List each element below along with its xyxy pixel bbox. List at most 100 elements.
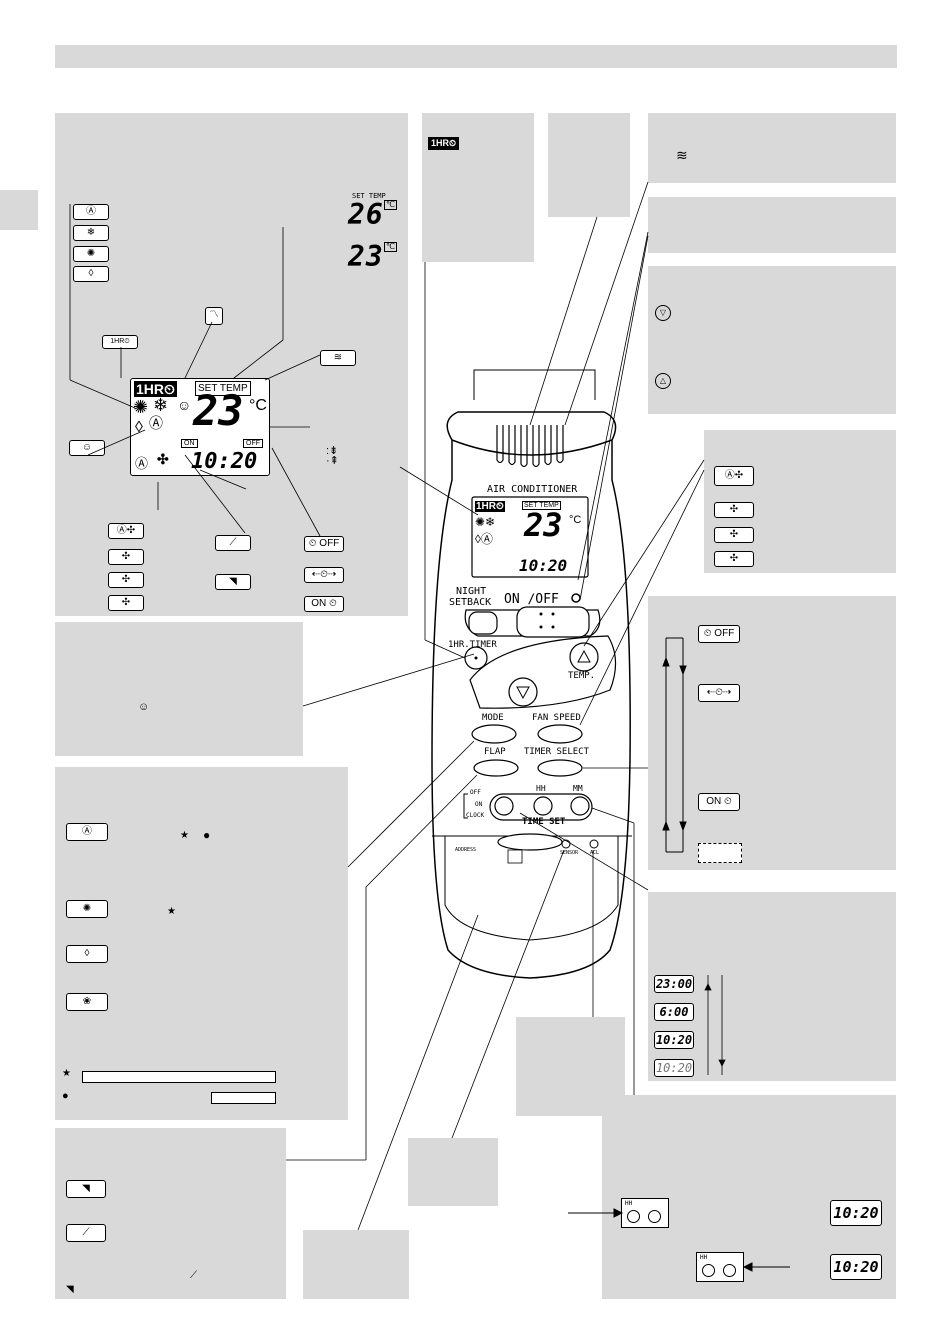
sensor-label: SENSOR: [560, 850, 579, 856]
lcd-1hr-label: 1HR⏲: [134, 381, 177, 397]
panel-signal: [648, 113, 896, 183]
temp-down-icon: ▽: [655, 305, 671, 321]
fan-speed-button[interactable]: [538, 725, 582, 743]
lcd-heat-icon: ✺: [133, 397, 149, 417]
clock-switch-label: CLOCK: [466, 812, 485, 819]
fan-panel-high-icon: ✣: [714, 502, 754, 518]
lcd-cool-icon: ❄: [153, 395, 169, 415]
mode-auto-icon: Ⓐ: [66, 823, 108, 841]
panel-night-setback: [55, 622, 303, 756]
fan-auto-icon: Ⓐ✣: [108, 523, 144, 539]
fan-panel-med-icon: ✣: [714, 527, 754, 543]
night-setback-label-2: SETBACK: [449, 597, 492, 608]
flap-swing-small-icon: ⟋: [190, 1270, 197, 1281]
auto-mode-icon: Ⓐ: [73, 204, 109, 220]
onoff-label: ON ∕OFF: [504, 592, 559, 607]
mode-button[interactable]: [472, 725, 516, 743]
transmit-icon: 〽: [205, 307, 223, 325]
timer-select-label: TIMER SELECT: [524, 747, 590, 757]
time-set-label: TIME SET: [522, 817, 566, 827]
timer-select-button[interactable]: [538, 760, 582, 776]
timer-cycle-icon: ⇠⏲⇢: [304, 567, 344, 583]
timer-off-icon: ⏲ OFF: [304, 536, 344, 552]
lcd-auto-fan-icon: Ⓐ: [135, 456, 149, 471]
remote-lcd-unit: °C: [569, 514, 582, 526]
one-hr-timer-icon: 1HR⏲: [102, 335, 138, 349]
flap-panel-swing-icon: ⟋: [66, 1224, 106, 1242]
ts-off-icon: ⏲ OFF: [698, 625, 740, 643]
panel-temp: [648, 266, 896, 414]
sensor-button[interactable]: [561, 839, 571, 849]
panel-sensor: [408, 1138, 498, 1206]
flap-label: FLAP: [484, 747, 506, 757]
fan-panel-low-icon: ✣: [714, 551, 754, 567]
hh-circle-a: [627, 1210, 640, 1223]
hh-button-box-2: HH: [696, 1252, 744, 1282]
lcd-time: 10:20: [191, 449, 258, 474]
panel-address: [303, 1230, 409, 1299]
onoff-button[interactable]: [517, 607, 589, 637]
flap-swing-icon: ⟋: [215, 535, 251, 551]
dot-icon: ●: [203, 828, 211, 842]
mode-dry-icon: ◊: [66, 945, 108, 963]
acl-button[interactable]: [589, 839, 599, 849]
ts-cycle-icon: ⇠⏲⇢: [698, 684, 740, 702]
panel-acl: [516, 1017, 625, 1116]
fan-high-icon: ✣: [108, 549, 144, 565]
time-set-display-top: 10:20: [830, 1200, 882, 1226]
one-hr-timer-button[interactable]: [465, 647, 487, 669]
temp-label: TEMP.: [568, 671, 596, 681]
fan-speed-label: FAN SPEED: [532, 713, 581, 723]
remote-lcd-icons: ✺❄: [475, 515, 496, 529]
mode-label: MODE: [482, 713, 504, 723]
panel-flap: [55, 1128, 286, 1299]
mm-button[interactable]: [571, 797, 589, 815]
address-label: ADDRESS: [455, 847, 477, 853]
hh-label-2: HH: [700, 1254, 708, 1261]
celsius-unit-icon-2: ℃: [384, 242, 397, 252]
flap-fixed-small-icon: ◥: [66, 1284, 74, 1295]
star-icon: ★: [180, 830, 189, 841]
dry-mode-icon: ◊: [73, 266, 109, 282]
night-face-icon: ☺: [138, 701, 150, 713]
lcd-on-label: ON: [181, 439, 198, 448]
celsius-unit-icon: ℃: [384, 200, 397, 210]
signal-panel-icon: ≋: [676, 147, 688, 163]
lcd-unit: °C: [249, 397, 267, 414]
night-setback-button[interactable]: [469, 612, 497, 634]
remote-lcd-1hr: 1HR⏲: [475, 501, 505, 512]
lcd-large: 1HR⏲ SET TEMP ✺ ❄ ☺ ◊ Ⓐ 23 °C ON OFF Ⓐ ✣…: [130, 378, 270, 476]
flap-fixed-icon: ◥: [215, 574, 251, 590]
clock-time-4: 10:20: [654, 1059, 694, 1077]
panel-timer-select: [648, 596, 896, 870]
set-temp-value: 26: [348, 198, 384, 231]
remote-lcd-time: 10:20: [519, 556, 568, 575]
hh-button[interactable]: [534, 797, 552, 815]
set-temp-small-label: SET TEMP: [352, 192, 386, 200]
off-switch-label: OFF: [470, 789, 481, 796]
flap-button[interactable]: [474, 760, 518, 776]
fan-med-icon: ✣: [108, 572, 144, 588]
hh-label: HH: [536, 784, 546, 793]
temp-up-button[interactable]: [570, 643, 598, 671]
clock-switch[interactable]: [495, 797, 513, 815]
one-hr-panel-icon: 1HR⏲: [428, 137, 460, 150]
panel-fanspeed: [704, 430, 896, 573]
clock-time-1: 23:00: [654, 975, 694, 993]
mm-label: MM: [573, 784, 583, 793]
legend-dot-icon: ●: [62, 1090, 69, 1102]
ts-blank-dashed: [698, 843, 742, 863]
timer-on-icon: ON ⏲: [304, 596, 344, 612]
lcd-fan-icon: ✣: [157, 451, 169, 467]
temp-down-button[interactable]: [509, 678, 537, 706]
remote-brand: AIR CONDITIONER: [487, 484, 578, 495]
lcd-auto-icon: Ⓐ: [149, 415, 163, 431]
clock-display-list: 23:00 6:00 10:20 10:20: [654, 975, 694, 1077]
panel-onoff: [648, 197, 896, 253]
panel-transmitter: [548, 113, 630, 217]
temp-up-icon: △: [655, 373, 671, 389]
hh-circle-c: [702, 1264, 715, 1277]
signal-icon: ≋: [320, 350, 356, 366]
room-temp-value: 23: [348, 240, 384, 273]
